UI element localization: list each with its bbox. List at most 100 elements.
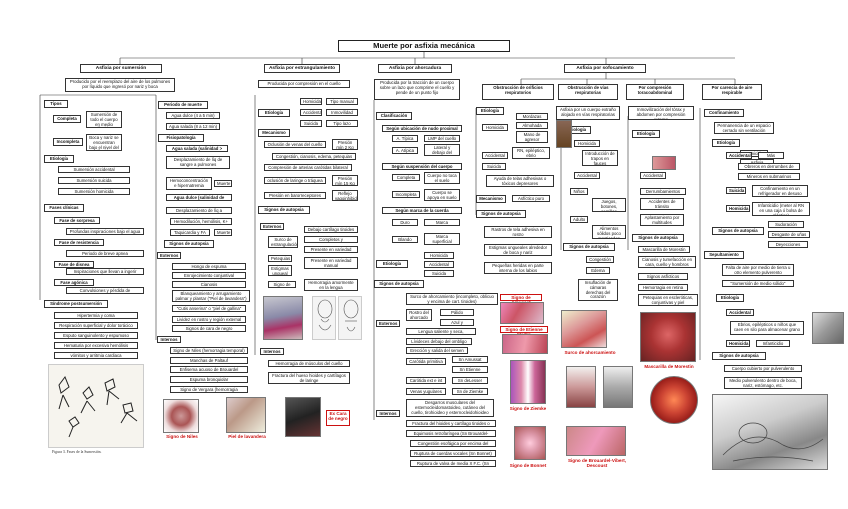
vias-small-photo bbox=[556, 120, 572, 148]
sum-sindrome: Síndrome postsumersión bbox=[44, 300, 108, 308]
sep-accidental: Accidental bbox=[726, 309, 754, 316]
est-zibkov: Signo de Zibkov bbox=[268, 281, 296, 288]
retina-photo bbox=[650, 376, 698, 424]
est-externos: Externos bbox=[260, 223, 284, 230]
ahorc-y1: Carótida primitiva bbox=[406, 358, 446, 365]
sum-s4: Hematuria por excesiva hemólisis bbox=[54, 342, 138, 349]
sumersion-definition: Producido por el reemplazo del aire de l… bbox=[65, 78, 175, 92]
sum-sorpresa: Fase de sorpresa bbox=[54, 217, 100, 224]
bonnet-photo bbox=[514, 426, 546, 460]
toraco-etiologia: Etiología bbox=[632, 130, 660, 138]
est-petequias: Petequias bbox=[268, 255, 292, 262]
ahorc-duro-desc: Marca profunda bbox=[424, 219, 460, 226]
vias-adulto: Adulto bbox=[570, 216, 588, 223]
orif-signos: Signos de autopsia bbox=[476, 210, 526, 218]
toraco-morestin: Mascarilla de Morestin bbox=[638, 246, 690, 253]
ahorc-x2: Rostro del ahorcado bbox=[406, 309, 432, 321]
orif-s2: Estigmas ungueales alrededor de boca y n… bbox=[484, 244, 552, 256]
est-m2: Congestión, cianosis, edema, petequias bbox=[272, 153, 356, 160]
orif-ayuda: Ayuda de telas adhesivas o tóxicos depre… bbox=[486, 175, 554, 187]
vias-definition: Asfixia por un cuerpo extraño alojado en… bbox=[556, 106, 620, 120]
toraco-cianosis: Cianosis y tumefacción en cara, cuello y… bbox=[638, 256, 696, 268]
vias-edema: Edema bbox=[586, 267, 610, 274]
sum-e5: "Cutis anserina" o "piel de gallina" bbox=[172, 305, 246, 312]
figura3-caption: Figura 3. Fases de la Sumersión. bbox=[52, 450, 102, 454]
sum-s1: Hipertermia y coma bbox=[54, 312, 138, 319]
sep-s1: Cuerpo cubierto por pulverulento bbox=[724, 365, 802, 372]
ahorc-atipica: A. Atípica bbox=[392, 147, 418, 154]
vias-adulto-desc: Alimentos sólidos poco masticados bbox=[592, 225, 626, 239]
sum-agonica: Fase agónica bbox=[54, 279, 94, 286]
toraco-signos: Signos de autopsia bbox=[632, 234, 684, 242]
ziemke-caption: Signo de Ziemke bbox=[509, 406, 547, 411]
conf-desgaste: Desgaste de uñas bbox=[768, 231, 810, 238]
ahorc-x5: Erección y salida del semen bbox=[406, 347, 468, 354]
vias-insuflacion: Insuflación de cámaras derechas del cora… bbox=[578, 279, 618, 301]
toraco-asfictico: Signos asfícticos bbox=[638, 273, 688, 280]
est-estigmas: Estigmas ungueal bbox=[268, 265, 292, 276]
morestin-caption: Mascarilla de Morestin bbox=[644, 364, 694, 369]
est-etiologia: Etiología bbox=[258, 109, 290, 117]
orif-s3: Pequeñas heridas en parte interna de los… bbox=[484, 262, 552, 274]
vias-accidental: Accidental bbox=[574, 172, 600, 179]
toraco-transito: Accidentes de tránsito bbox=[640, 198, 684, 210]
orif-homicida: Homicida bbox=[482, 124, 508, 131]
estrang-sketch-1 bbox=[312, 296, 336, 340]
sum-et1: Sumersión accidental bbox=[58, 166, 130, 173]
sum-resistencia-desc: Periodo de breve apnea bbox=[66, 250, 144, 257]
est-surco-1: Debajo cartílago tiroides bbox=[304, 226, 358, 233]
est-m4: oclusión de laringe o tráquea bbox=[264, 177, 326, 184]
ahorc-y9: Ruptura de valva de media X F.C. (Sn Dot… bbox=[410, 460, 496, 467]
est-surco: Surco de estrangulación bbox=[268, 236, 298, 248]
est-m1-value: Presión mín 2 Kg bbox=[332, 139, 358, 150]
est-suicida: Suicida bbox=[300, 120, 322, 127]
vias-signos: Signos de autopsia bbox=[563, 243, 615, 251]
toraco-hemorragia: Hemorragia en retina bbox=[638, 284, 688, 291]
toraco-aplastamiento: Aplastamiento por multitudes bbox=[640, 214, 684, 226]
sumersion-phases-figure bbox=[48, 364, 144, 448]
sum-i4: Espuma bronquiolar bbox=[170, 376, 248, 383]
sum-i5: Signo de Vergara (hemorragia etmoidal) bbox=[170, 386, 248, 393]
ahorc-y6: Equimosis retrofaríngea (Sn Brouardel-Vi… bbox=[406, 430, 496, 437]
ahorc-blando: Blando bbox=[392, 236, 418, 243]
ahorc-et2: Accidental bbox=[424, 261, 454, 268]
ahorc-internos: Internos bbox=[376, 410, 400, 417]
cara-negro-photo bbox=[285, 397, 321, 437]
sep-signos: Signos de autopsia bbox=[712, 352, 766, 360]
ahorc-duro: Duro bbox=[392, 219, 418, 226]
estrang-definition: Producida por compresión en el cuello bbox=[258, 80, 350, 88]
ahorc-y1-sign: Sn Amussat bbox=[452, 356, 488, 363]
sum-dulce-1: Desplazamiento de líq a sangre bbox=[166, 207, 232, 214]
est-tipo-lazo: Tipo lazo bbox=[326, 120, 358, 127]
ahorc-x2a: Pálido bbox=[440, 309, 474, 316]
sum-p1: Agua dulce (4 a 5 min) bbox=[166, 112, 220, 119]
sum-s5: vómitos y arritmia cardiaca bbox=[54, 352, 138, 359]
sum-et2: Sumersión suicida bbox=[58, 177, 130, 184]
carencia-confinamiento: Confinamiento bbox=[704, 109, 744, 117]
est-m5: Presión en barorreceptores bbox=[264, 192, 326, 199]
niles-photo bbox=[163, 399, 199, 433]
sum-salada: Agua salada (salinidad > 3%) bbox=[166, 145, 228, 152]
sum-e2: Enrojecimiento conjuntival bbox=[172, 272, 246, 279]
sum-tipos: Tipos bbox=[44, 100, 68, 108]
carencia-sepultamiento: Sepultamiento bbox=[704, 251, 744, 259]
ahorc-y3: Venas yugulares bbox=[406, 388, 446, 395]
orif-s1: Rastros de tela adhesiva en rostro bbox=[484, 226, 552, 238]
ahorc-marca: Según marca de la cuerda bbox=[382, 207, 462, 214]
ahorc-y7: Congestión esofágica por encima del surc… bbox=[410, 440, 496, 447]
ahorc-etiologia: Etiología bbox=[376, 260, 408, 268]
sum-s2: Respiración superficial y dolor torácico bbox=[54, 322, 138, 329]
est-m3: Compresión de arterias carótidas bilater… bbox=[264, 164, 352, 171]
ahorc-et3: Suicida bbox=[424, 270, 454, 277]
ahorc-x2b: Azul y violáceo bbox=[440, 319, 474, 326]
orif-mordazas: Mordazas bbox=[516, 113, 548, 120]
ahorc-atipica-desc: Lateral y debajo del mentón bbox=[424, 144, 460, 156]
sum-muerte-1: Muerte bbox=[214, 180, 232, 187]
etienne-caption: Signo de Etienne Martin bbox=[500, 326, 548, 337]
est-surco-2: Completos y horizontales bbox=[304, 236, 358, 243]
sum-resistencia: Fase de resistencia bbox=[54, 239, 104, 246]
ahorc-y1-sign-b: Sn Etienne Martin bbox=[452, 366, 488, 373]
vias-autopsy-photo-2 bbox=[603, 366, 633, 408]
orif-rn: RN, epiléptico, ebrio bbox=[512, 147, 550, 159]
sofoc-carencia: Por carencia de aire respirable bbox=[702, 84, 762, 100]
